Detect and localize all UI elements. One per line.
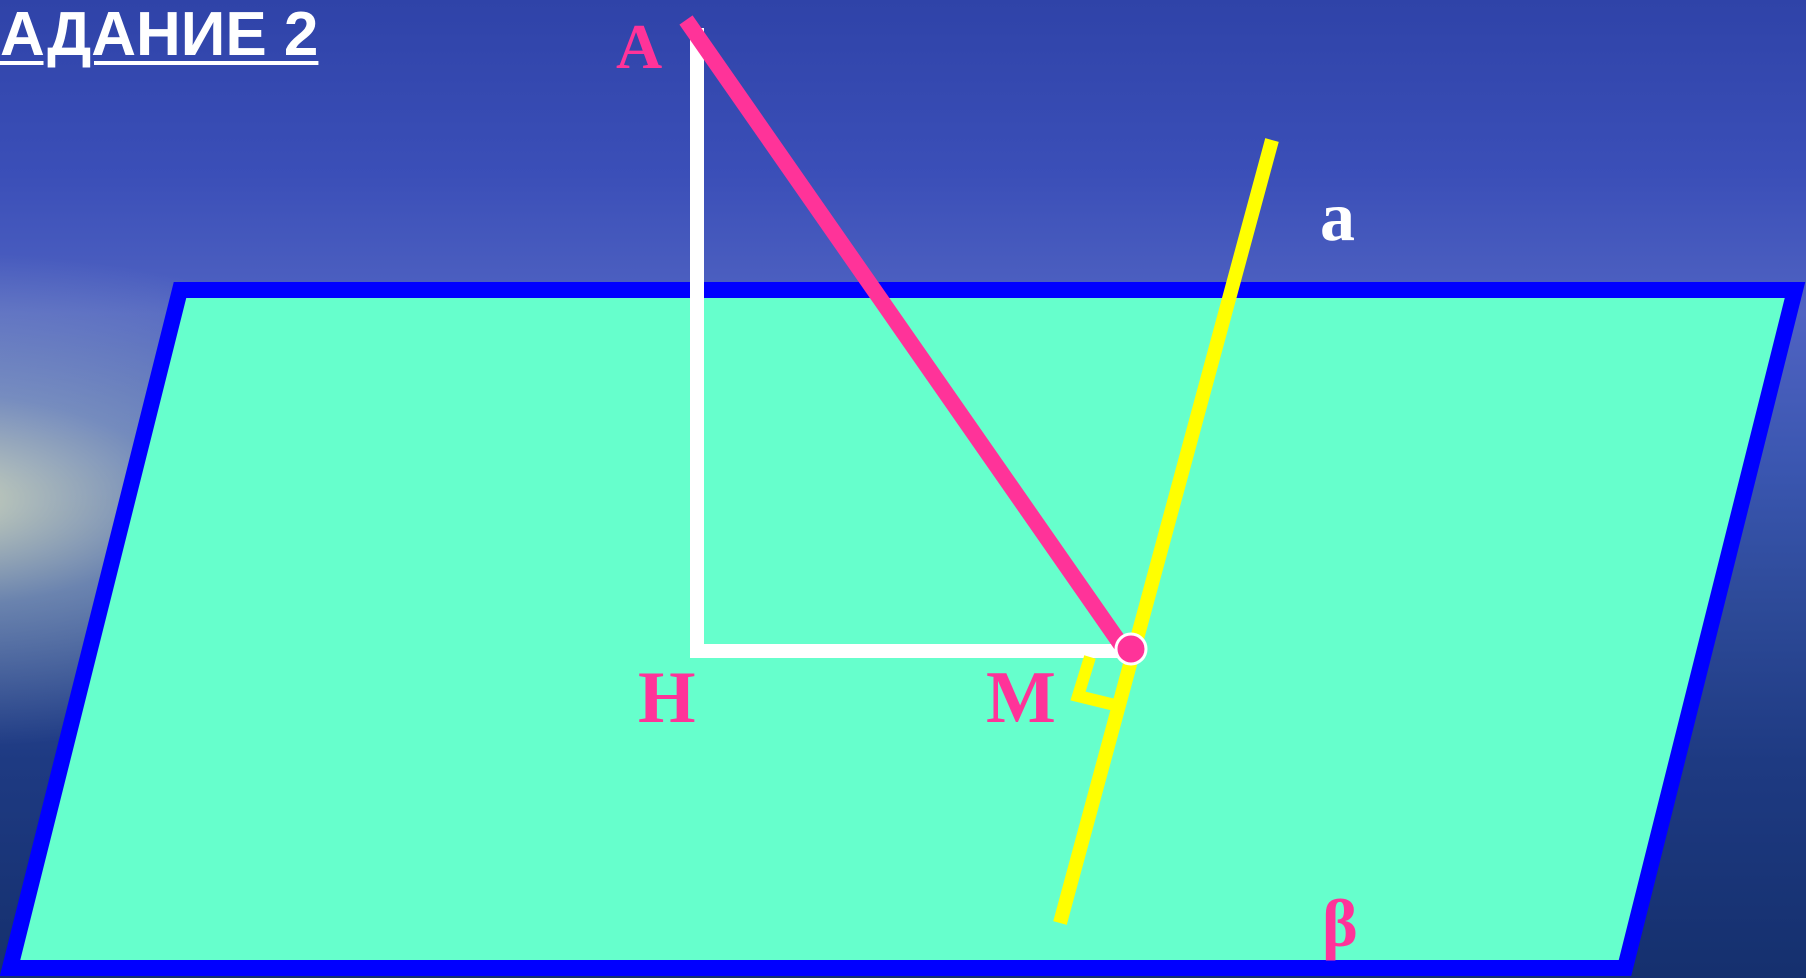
line-a	[1053, 138, 1279, 925]
label-point-m: M	[986, 657, 1056, 739]
label-point-h: H	[638, 657, 696, 739]
label-plane-beta: β	[1322, 885, 1358, 961]
slide-title: АДАНИЕ 2	[0, 0, 319, 69]
segment-am	[679, 15, 1129, 651]
point-m	[1114, 632, 1148, 666]
plane-beta	[0, 282, 1806, 976]
right-angle-marker	[1070, 655, 1125, 713]
label-line-a: a	[1320, 179, 1355, 256]
label-point-a: A	[616, 11, 662, 82]
